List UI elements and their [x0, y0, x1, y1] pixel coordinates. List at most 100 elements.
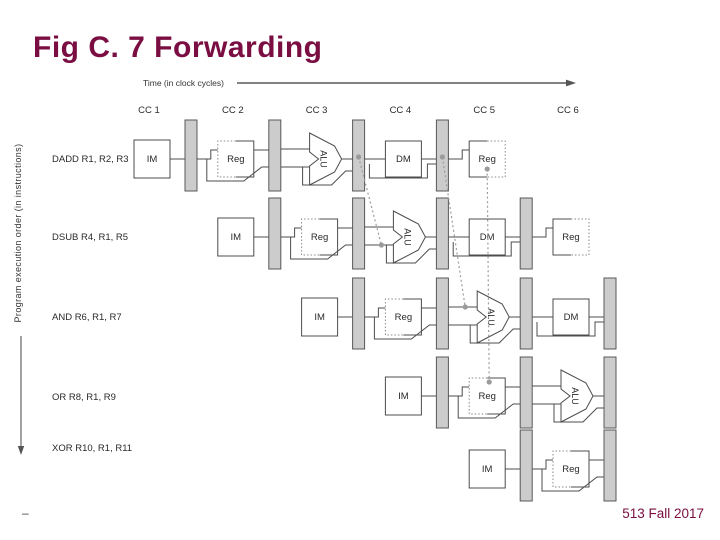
reg-box-solid-half [319, 218, 339, 256]
im-label: IM [314, 312, 325, 323]
pipeline-register-bar [352, 277, 366, 350]
pipeline-register-bar [268, 119, 282, 192]
alu-label: ALU [319, 150, 329, 168]
dm-box [552, 298, 590, 336]
reg-label: Reg [562, 464, 579, 475]
reg-input-wire [280, 227, 302, 238]
dm-bypass-wire [452, 241, 521, 257]
reg-read-lower-wire [290, 237, 353, 260]
alu-label: ALU [402, 228, 412, 246]
alu-bypass-wire [553, 404, 604, 423]
reg-input-wire [532, 227, 553, 238]
reg-box-solid-half [235, 140, 255, 178]
pipeline-register-bar [519, 197, 533, 270]
reg-input-wire [448, 149, 470, 160]
dm-bypass-wire [368, 163, 437, 179]
alu-shape [476, 290, 510, 344]
reg-label: Reg [478, 154, 495, 165]
alu-label: ALU [486, 308, 496, 326]
reg-box-dotted-half [468, 377, 488, 415]
clock-cycle-label: CC 4 [390, 105, 412, 116]
reg-label: Reg [562, 232, 579, 243]
clock-cycle-label: CC 3 [306, 105, 328, 116]
instruction-label: OR R8, R1, R9 [52, 392, 116, 403]
pipeline-register-bar [184, 119, 198, 192]
pipeline-register-bar [268, 197, 282, 270]
alu-bypass-wire [302, 167, 353, 186]
reg-box-solid-half [468, 140, 488, 178]
dm-bypass-wire [536, 321, 604, 337]
reg-box-dotted-half [571, 218, 590, 256]
forwarding-target-dot [462, 304, 468, 310]
diagram-content: CC 1 CC 2 CC 3 CC 4 CC 5 CC 6 DADD R1, R2, R3 I… [52, 105, 617, 502]
time-axis-label: Time (in clock cycles) [143, 78, 224, 88]
alu-shape [309, 132, 343, 186]
reg-box-dotted-half [552, 450, 571, 488]
footer-dash: – [22, 506, 29, 520]
dm-label: DM [564, 312, 579, 323]
pipeline-register-bar [603, 277, 617, 350]
clock-cycle-label: CC 1 [138, 105, 160, 116]
reg-box-solid-half [403, 298, 422, 336]
program-order-label: Program execution order (in instructions… [13, 144, 23, 323]
reg-box-dotted-half [217, 140, 236, 178]
reg-input-wire [448, 386, 470, 397]
pipeline-register-bar [435, 197, 449, 270]
program-order-arrowhead [17, 446, 25, 455]
instruction-label: DSUB R4, R1, R5 [52, 232, 128, 243]
dm-label: DM [480, 232, 495, 243]
slide-title: Fig C. 7 Forwarding [33, 31, 323, 64]
instruction-label: DADD R1, R2, R3 [52, 154, 129, 165]
forwarding-source-dot [356, 154, 362, 160]
im-label: IM [398, 391, 409, 402]
alu-bypass-wire [385, 245, 437, 264]
reg-box-dotted-half [301, 218, 320, 256]
im-label: IM [147, 154, 158, 165]
instruction-label: AND R6, R1, R7 [52, 312, 122, 323]
reg-box-solid-half [487, 377, 506, 415]
alu-label: ALU [570, 387, 580, 405]
reg-input-wire [364, 307, 386, 318]
alu-shape [392, 210, 426, 264]
pipeline-register-bar [519, 277, 533, 350]
clock-cycle-label: CC 6 [557, 105, 579, 116]
pipeline-register-bar [435, 277, 449, 350]
pipeline-register-bar [603, 356, 617, 429]
pipeline-register-bar [603, 429, 617, 502]
reg-input-wire [196, 149, 218, 160]
footer-course-label: 513 Fall 2017 [622, 506, 704, 521]
reg-read-lower-wire [373, 317, 437, 340]
reg-box-solid-half [571, 450, 590, 488]
im-box [468, 449, 506, 489]
dm-label: DM [396, 154, 411, 165]
reg-read-lower-wire [206, 159, 269, 182]
im-label: IM [231, 232, 242, 243]
pipeline-register-bar [519, 356, 533, 429]
forwarding-target-dot [378, 242, 384, 248]
reg-input-wire [532, 459, 553, 470]
reg-label: Reg [395, 312, 412, 323]
forwarding-source-dot [439, 154, 445, 160]
reg-label: Reg [311, 232, 328, 243]
time-axis-arrowhead [566, 79, 576, 87]
pipeline-register-bar [435, 356, 449, 429]
reg-read-lower-wire [457, 396, 521, 419]
reg-box-solid-half [552, 218, 571, 256]
reg-box-dotted-half [384, 298, 404, 336]
im-box [217, 217, 255, 257]
instruction-label: XOR R10, R1, R11 [52, 443, 132, 454]
forwarding-path [358, 156, 382, 246]
forwarding-path [486, 168, 490, 383]
alu-bypass-wire [469, 325, 521, 344]
reg-read-lower-wire [541, 469, 604, 492]
pipeline-register-bar [352, 197, 366, 270]
clock-cycle-label: CC 5 [473, 105, 495, 116]
reg-box-dotted-half [487, 140, 506, 178]
reg-label: Reg [478, 391, 495, 402]
pipeline-register-bar [519, 429, 533, 502]
clock-cycle-label: CC 2 [222, 105, 244, 116]
forwarding-target-dot [486, 379, 492, 385]
forwarding-source-dot [484, 166, 490, 172]
